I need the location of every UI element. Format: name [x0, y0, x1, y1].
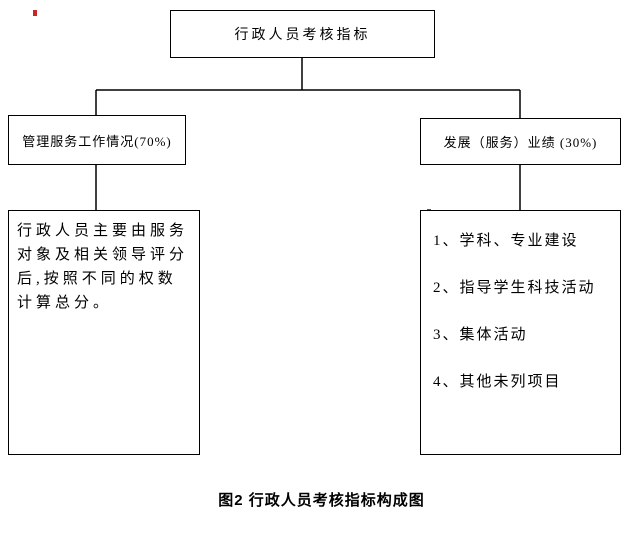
- list-item: 2、指导学生科技活动: [433, 280, 596, 296]
- right-branch-label: 发展（服务）业绩 (30%): [443, 135, 598, 150]
- list-item: 4、其他未列项目: [433, 374, 562, 390]
- left-detail-text: 行政人员主要由服务对象及相关领导评分后,按照不同的权数计算总分。: [17, 223, 189, 311]
- root-node: 行政人员考核指标: [170, 10, 435, 58]
- right-detail-node: 1、学科、专业建设 2、指导学生科技活动 3、集体活动 4、其他未列项目: [420, 210, 621, 455]
- left-detail-node: 行政人员主要由服务对象及相关领导评分后,按照不同的权数计算总分。: [8, 210, 200, 455]
- left-branch-node: 管理服务工作情况(70%): [8, 115, 186, 165]
- right-branch-node: 发展（服务）业绩 (30%): [420, 118, 621, 165]
- figure-caption: 图2 行政人员考核指标构成图: [218, 492, 425, 509]
- anchor-mark: [33, 10, 37, 16]
- list-item: 1、学科、专业建设: [433, 233, 579, 249]
- left-branch-label: 管理服务工作情况(70%): [22, 133, 172, 149]
- list-item: 3、集体活动: [433, 327, 528, 343]
- root-node-label: 行政人员考核指标: [234, 28, 371, 43]
